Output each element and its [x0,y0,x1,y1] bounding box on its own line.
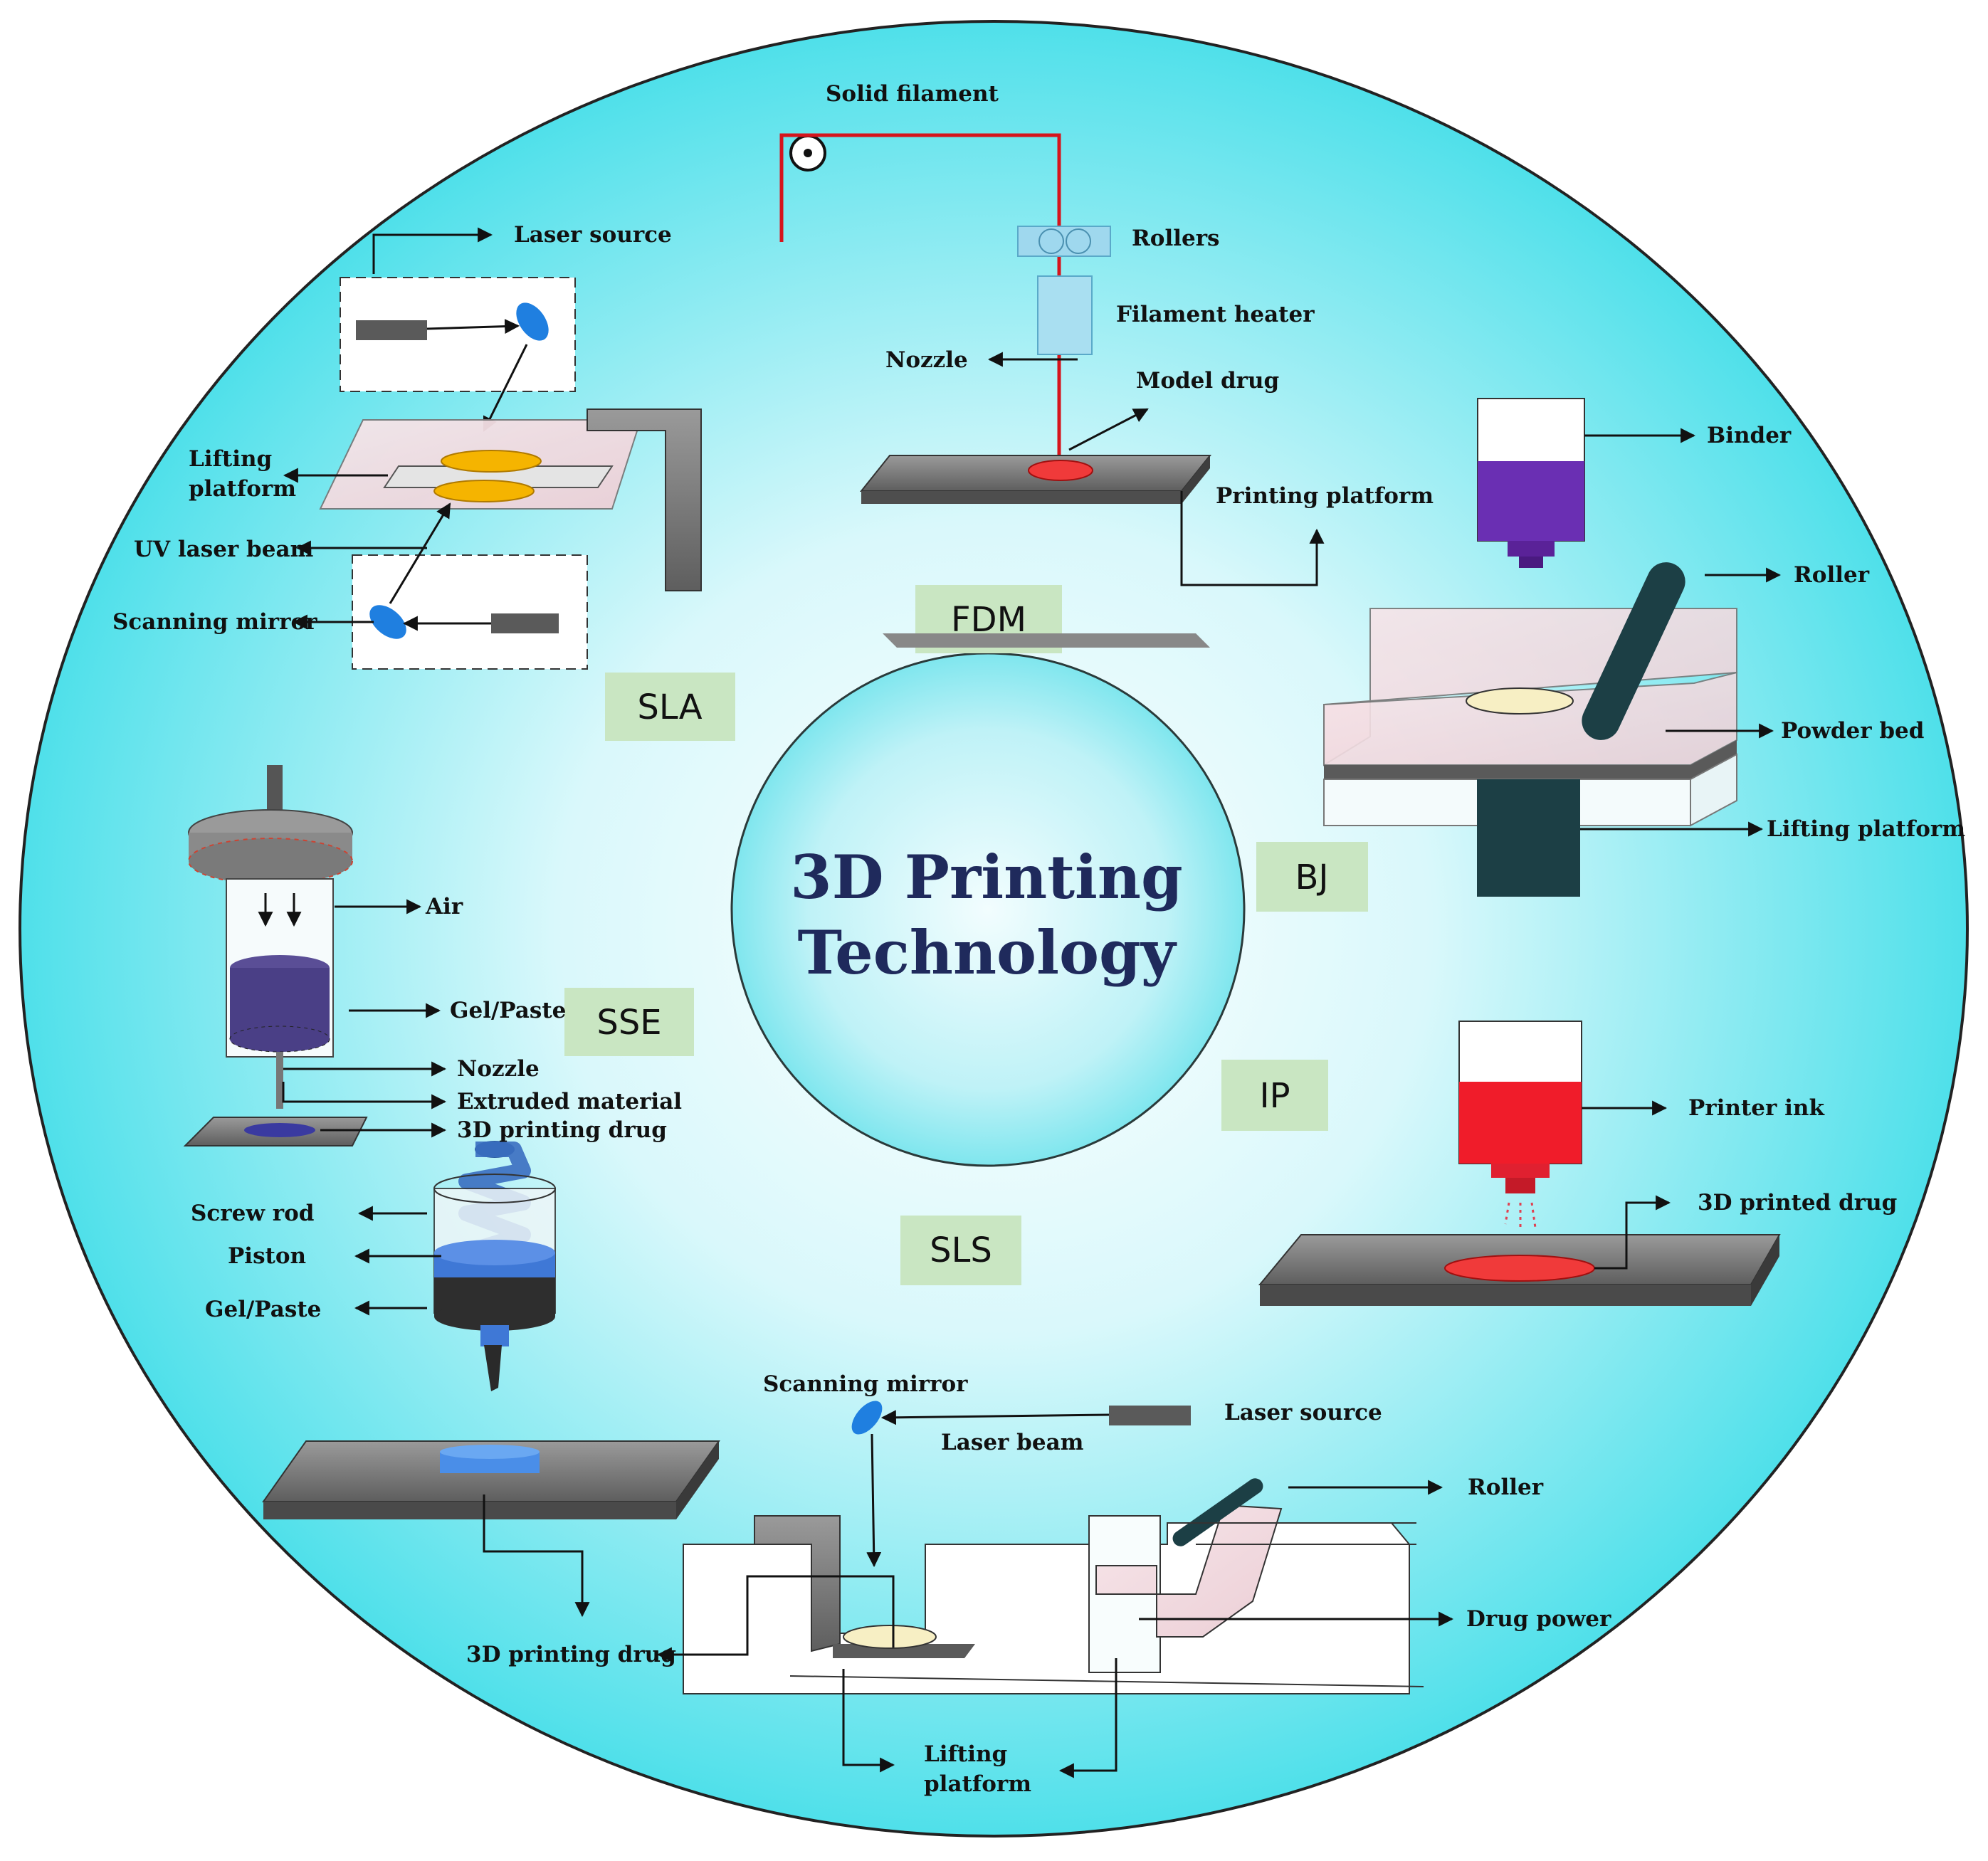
fdm-label-rollers: Rollers [1132,226,1220,251]
technique-label-bj: BJ [1295,858,1328,897]
technique-label-fdm: FDM [951,600,1026,640]
sla-label-lifting-2: platform [189,476,296,502]
sls-laser-source [1109,1406,1191,1425]
sla-laser-resin-bottom [433,480,535,502]
sls-label-lifting-1: Lifting [924,1741,1007,1767]
sls-label-lifting-2: platform [924,1771,1031,1797]
bj-label-lifting-platform: Lifting platform [1767,816,1965,842]
bj-label-powder-bed: Powder bed [1781,718,1924,744]
sla-mirror-icon-top [516,302,549,341]
technique-box-sls: SLS [900,1216,1021,1285]
sse-label-screw-rod: Screw rod [191,1201,314,1226]
bj-label-binder: Binder [1707,423,1792,448]
technique-label-sse: SSE [596,1003,661,1043]
sls-machine [683,1522,1410,1694]
sla-label-lifting-1: Lifting [189,446,272,472]
fdm-label-printing-platform: Printing platform [1216,483,1434,509]
sls-label-drug-power: Drug power [1466,1606,1611,1632]
bj-roller [1582,562,1685,740]
sse-label-extruded-material: Extruded material [457,1089,682,1114]
sse-label-nozzle: Nozzle [457,1056,540,1082]
technique-box-sse: SSE [564,988,694,1056]
sls-drug-powder [1095,1504,1283,1638]
fdm-label-nozzle: Nozzle [885,347,968,373]
sse-label-printing-drug: 3D printing drug [457,1117,667,1143]
sla-label-uv-laser-beam: UV laser beam [134,537,314,562]
technique-label-ip: IP [1259,1076,1290,1116]
sls-label-roller: Roller [1468,1475,1544,1500]
sls-label-laser-beam: Laser beam [941,1430,1084,1455]
sla-label-laser-source: Laser source [514,222,672,248]
sls-label-printing-drug: 3D printing drug [466,1642,676,1667]
technique-box-ip: IP [1221,1060,1328,1131]
fdm-label-model-drug: Model drug [1136,368,1279,394]
fdm-model-drug [1028,460,1093,481]
ip-label-printed-drug: 3D printed drug [1698,1190,1897,1216]
sse-label-gel-paste-top: Gel/Paste [450,998,566,1023]
sls-label-laser-source: Laser source [1224,1400,1382,1425]
fdm-label-filament-heater: Filament heater [1116,302,1315,327]
sse-label-piston: Piston [228,1243,306,1269]
technique-box-bj: BJ [1256,842,1368,912]
bj-illustration: Binder Roller Powder bed Lifting platfor… [1323,398,1965,897]
technique-label-sla: SLA [637,687,702,727]
sse-illustration: Air Gel/Paste Nozzle Extruded material 3… [183,765,720,1618]
fdm-rollers [1017,226,1111,257]
sse-printing-drug [244,1123,315,1137]
sla-laser-resin-top [441,450,542,473]
technique-label-sls: SLS [930,1230,992,1270]
bj-lifting-platform-block [1477,779,1580,897]
center-title-line1: 3D Printing [790,842,1182,912]
sla-mirror-icon-bottom [369,605,406,639]
sls-printing-drug-disc [843,1625,937,1649]
fdm-filament-heater [1037,275,1093,355]
sse-label-gel-paste-bottom: Gel/Paste [205,1297,321,1322]
fdm-illustration: Solid filament Rollers Filament heater N… [779,81,1434,648]
sls-mirror-icon [851,1401,883,1435]
sse-label-air: Air [425,894,463,919]
bj-label-roller: Roller [1794,562,1870,588]
sls-illustration: Scanning mirror Laser source Laser beam … [466,1371,1611,1797]
technique-box-sla: SLA [605,673,735,741]
sla-illustration: Laser source Lifting platform UV laser b… [112,222,702,670]
sla-scanning-box [352,554,588,670]
ip-illustration: Printer ink 3D printed drug [1258,1021,1897,1306]
bj-drug-disc [1466,687,1574,715]
fdm-label-solid-filament: Solid filament [826,81,999,107]
sls-label-scanning-mirror: Scanning mirror [763,1371,968,1397]
ip-printed-drug [1444,1255,1595,1282]
center-title-line2: Technology [797,917,1177,988]
ip-label-printer-ink: Printer ink [1688,1095,1825,1121]
sls-roller [1172,1478,1263,1546]
sla-label-scanning-mirror: Scanning mirror [112,609,317,635]
